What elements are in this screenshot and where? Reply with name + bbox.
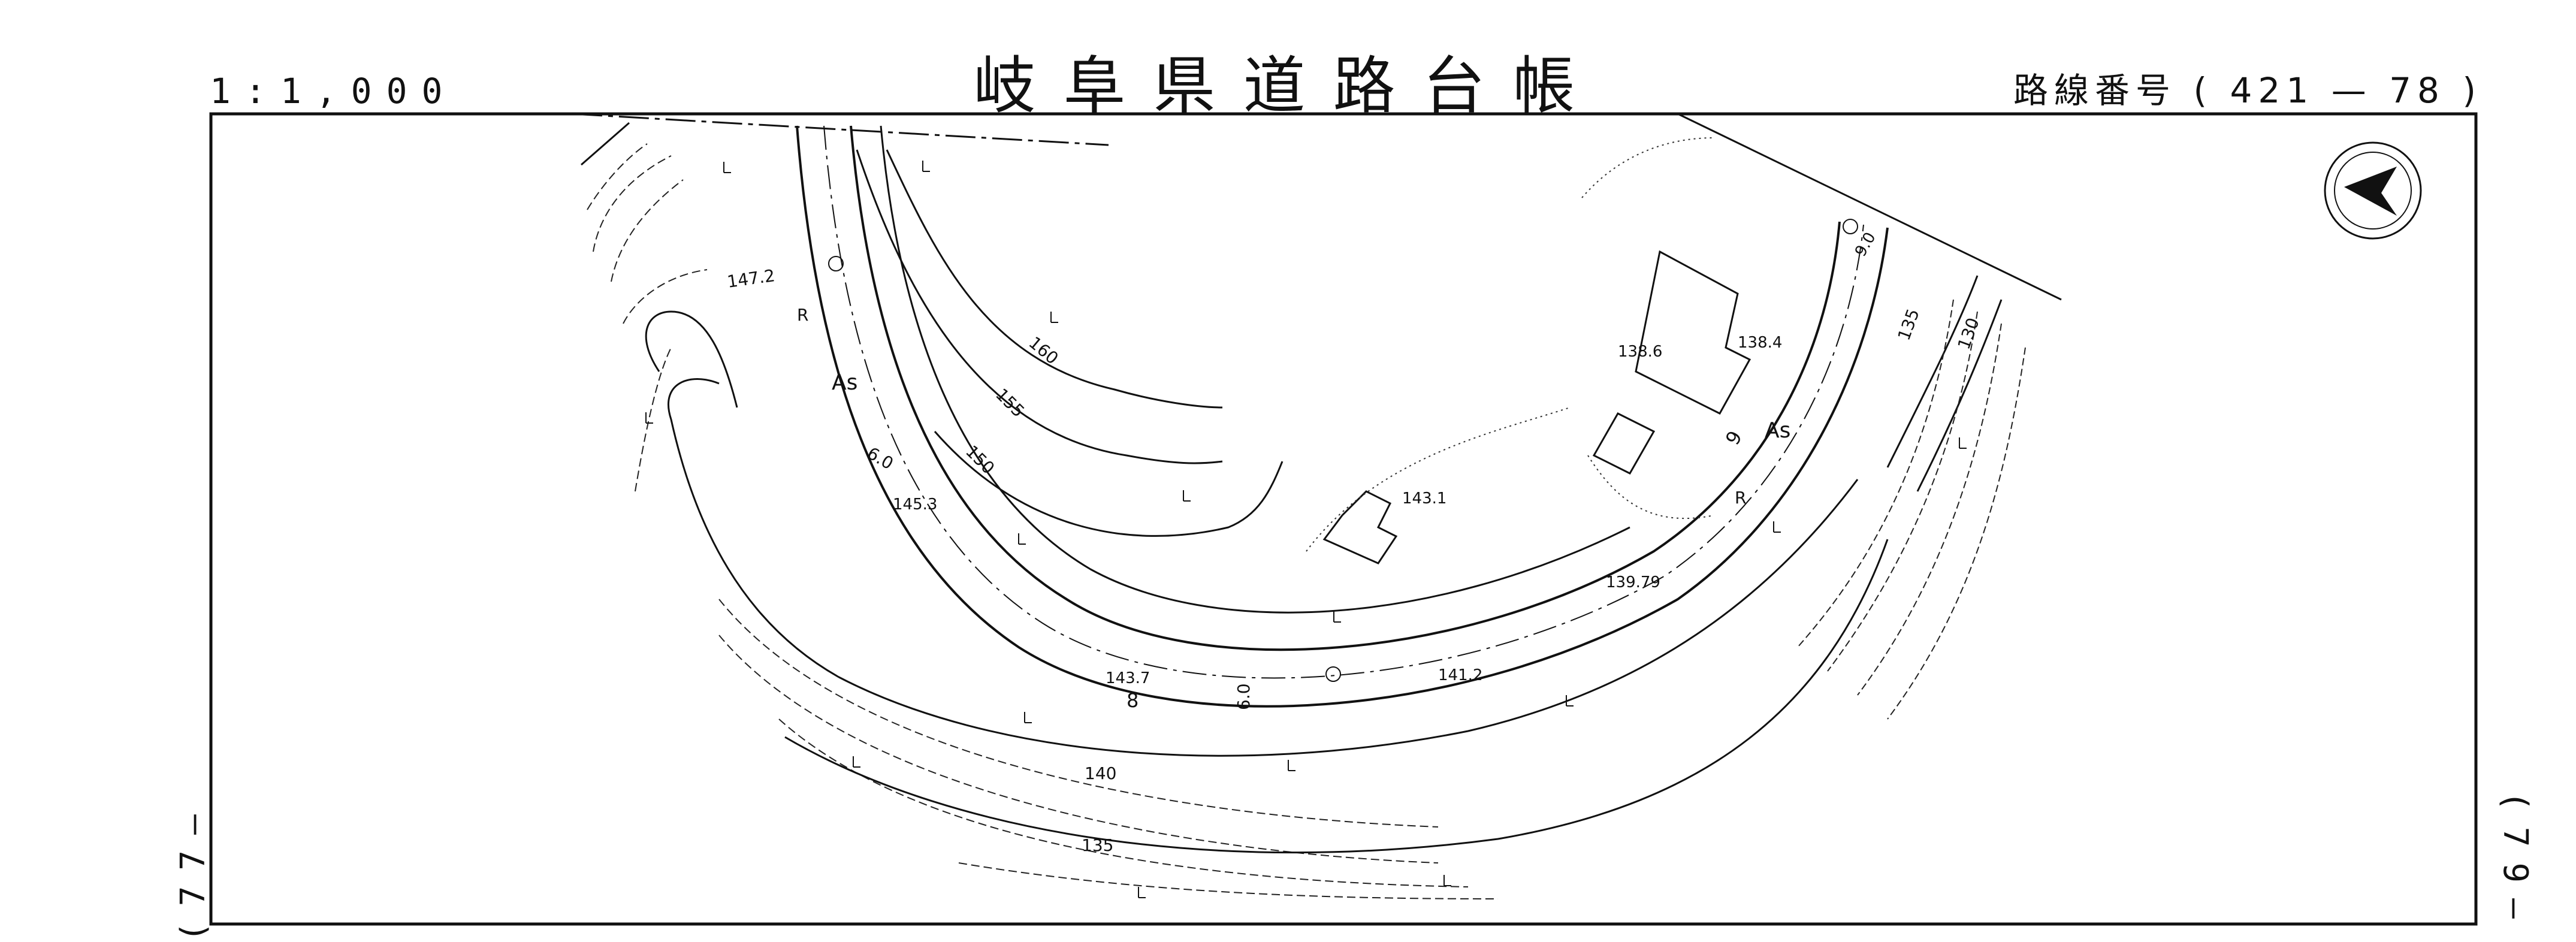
route-from: 421 — [2230, 70, 2315, 111]
route-close-paren: ) — [2462, 70, 2483, 111]
contours-outer — [587, 143, 1499, 899]
vegetation-boundary — [1306, 137, 1714, 552]
map-frame — [209, 112, 2478, 926]
tree-symbol-icon — [922, 161, 930, 172]
tree-symbol-icon — [1138, 887, 1146, 898]
road-edge-outer — [796, 125, 1889, 708]
contours-right — [1797, 299, 2026, 720]
contour-label: 140 — [1085, 763, 1116, 783]
tree-symbol-icon — [1959, 437, 1967, 449]
tree-symbol-icon — [853, 756, 860, 768]
map-scale: 1:1,000 — [210, 71, 457, 111]
spot-height: 145.3 — [893, 496, 937, 514]
north-arrow-icon — [2324, 141, 2422, 240]
contour-label: 135 — [1082, 835, 1113, 855]
spot-height: 143.1 — [1402, 490, 1446, 508]
contour-label: 150 — [962, 442, 998, 478]
road-surface: As — [832, 370, 857, 395]
route-to: 78 — [2389, 70, 2445, 111]
tree-symbol-icon — [645, 412, 653, 424]
spot-height: 147.2 — [726, 265, 776, 292]
road-margin — [880, 125, 1630, 614]
property-lines — [572, 113, 2062, 301]
edge-label: R — [797, 305, 808, 325]
road-edge-inner — [850, 125, 1841, 651]
tree-symbol-icon — [1443, 875, 1451, 886]
benchmark-circle-icon — [1325, 666, 1341, 682]
road-width: 6.0 — [1234, 683, 1254, 710]
road-surface: As — [1765, 418, 1790, 443]
spot-height: 138.6 — [1618, 343, 1662, 361]
tree-symbol-icon — [1288, 760, 1295, 771]
contours-inner — [645, 149, 2003, 854]
tree-symbol-icon — [1566, 695, 1574, 707]
spot-height: 138.4 — [1738, 334, 1782, 352]
tree-symbol-icon — [1024, 712, 1032, 723]
contour-label: 155 — [992, 385, 1028, 421]
route-number-label: 路線番号 — [2013, 70, 2177, 111]
route-dash: — — [2331, 70, 2372, 111]
spot-height: 139.79 — [1606, 573, 1660, 591]
tree-symbols — [645, 161, 1967, 898]
route-open-paren: ( — [2193, 70, 2213, 111]
contour-label: 160 — [1025, 333, 1062, 369]
lane-count: 9 — [1721, 427, 1747, 449]
road-width: 6.0 — [864, 443, 897, 473]
edge-label: R — [1735, 488, 1746, 508]
spot-height: 143.7 — [1106, 669, 1150, 687]
benchmark-circle-icon — [1843, 219, 1858, 234]
tree-symbol-icon — [1050, 312, 1058, 323]
spot-height: 141.2 — [1438, 666, 1482, 684]
tree-symbol-icon — [1773, 521, 1781, 533]
benchmarks — [828, 219, 1858, 682]
tree-symbol-icon — [723, 162, 731, 173]
tree-symbol-icon — [1018, 533, 1026, 545]
road-width: 9.0 — [1852, 230, 1880, 260]
tree-symbol-icon — [1183, 490, 1191, 502]
lane-count: 8 — [1127, 689, 1138, 712]
benchmark-circle-icon — [828, 256, 844, 271]
road-centreline — [823, 125, 1864, 679]
road — [796, 125, 1889, 708]
tree-symbol-icon — [1333, 611, 1341, 623]
page-title: 岐阜県道路台帳 — [973, 49, 1603, 122]
contour-label: 135 — [1894, 306, 1923, 343]
buildings — [1322, 250, 1751, 564]
route-number: 路線番号 ( 421 — 78 ) — [2013, 62, 2482, 113]
